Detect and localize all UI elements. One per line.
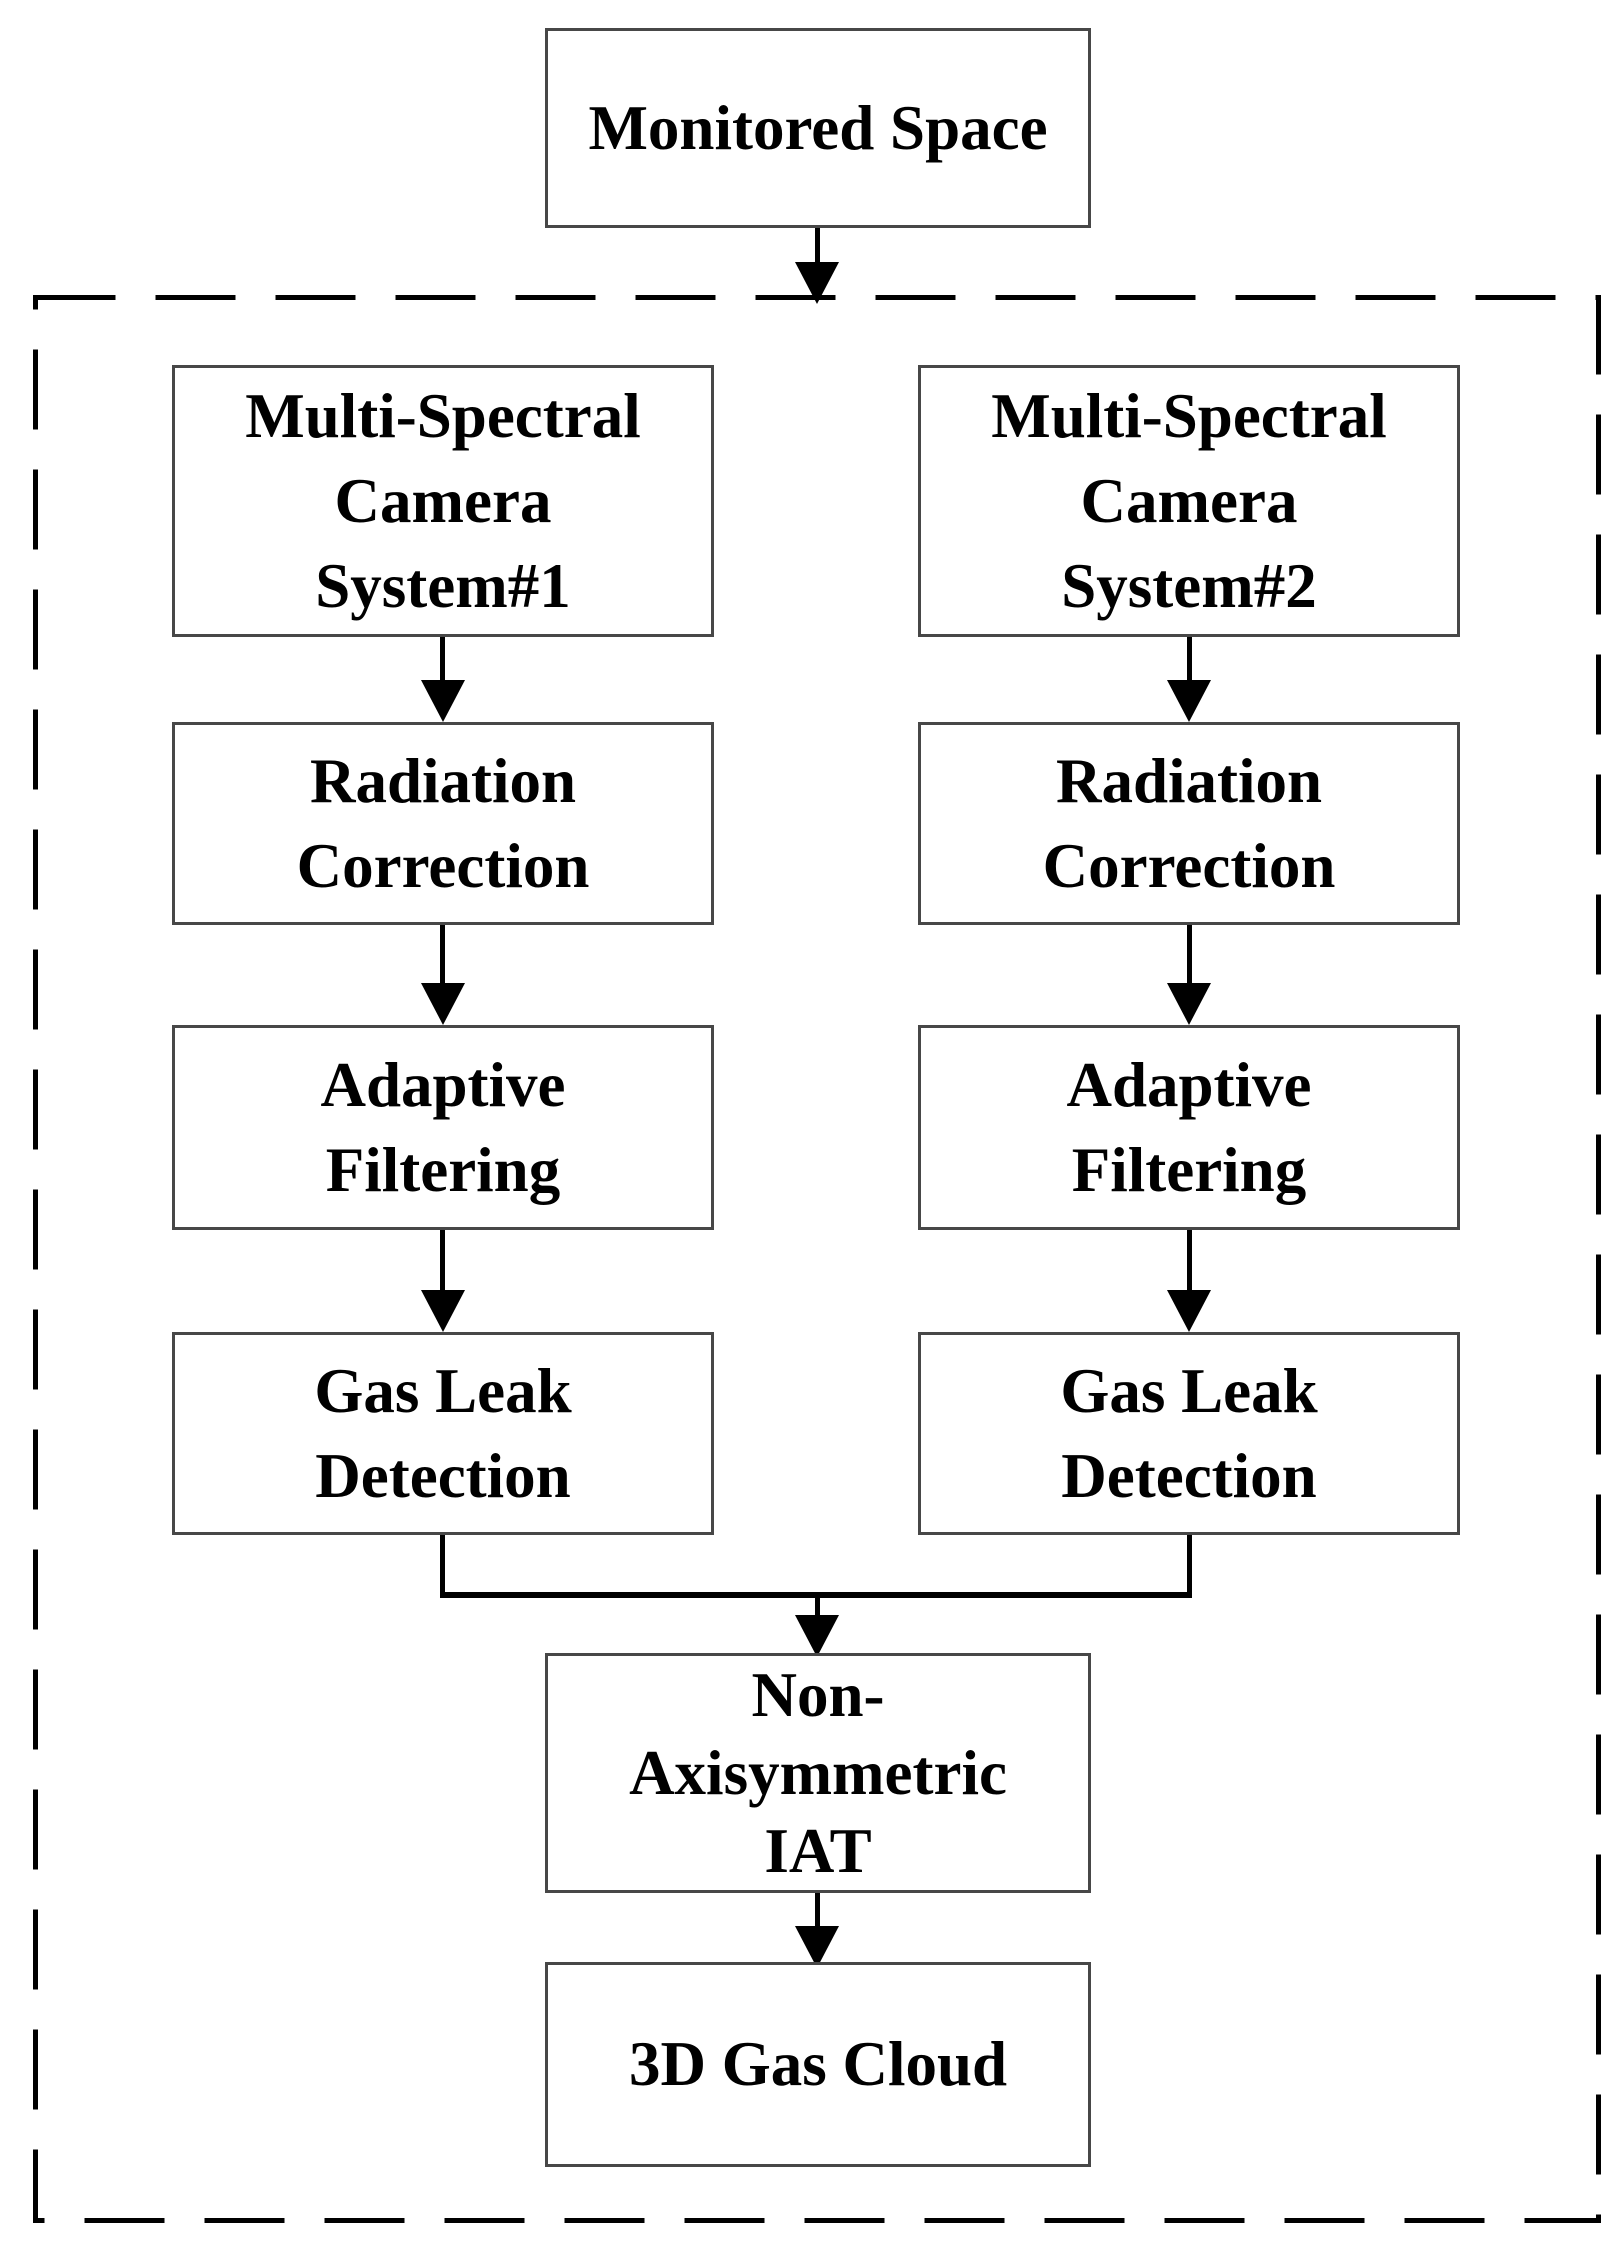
- camera2-line3: System#2: [1061, 550, 1317, 621]
- arrow-adaptive2-to-gasleak2-head: [1167, 1290, 1211, 1332]
- arrow-radiation1-to-adaptive1-stem: [440, 925, 445, 985]
- radiation2-line1: Radiation: [1055, 745, 1323, 816]
- arrow-camera2-to-radiation2-head: [1167, 680, 1211, 722]
- radiation-correction-2-box: Radiation Correction: [918, 722, 1460, 925]
- adaptive2-line2: Filtering: [1071, 1134, 1307, 1205]
- arrow-merge-to-iat-stem: [815, 1598, 820, 1622]
- arrow-monitored-to-boundary-head: [795, 262, 839, 304]
- radiation-correction-1-box: Radiation Correction: [172, 722, 714, 925]
- arrow-radiation2-to-adaptive2-stem: [1187, 925, 1192, 985]
- adaptive1-line1: Adaptive: [320, 1049, 566, 1120]
- radiation1-line2: Correction: [296, 830, 590, 901]
- gas-leak-detection-1-box: Gas Leak Detection: [172, 1332, 714, 1535]
- merge-connector-right-segment: [1187, 1535, 1192, 1597]
- arrow-adaptive1-to-gasleak1-stem: [440, 1230, 445, 1292]
- arrow-camera1-to-radiation1-head: [421, 680, 465, 722]
- camera1-line2: Camera: [334, 465, 552, 536]
- arrow-camera1-to-radiation1-stem: [440, 637, 445, 683]
- radiation1-line1: Radiation: [309, 745, 577, 816]
- iat-line1: Non-: [751, 1660, 885, 1730]
- monitored-space-box: Monitored Space: [545, 28, 1091, 228]
- arrow-adaptive1-to-gasleak1-head: [421, 1290, 465, 1332]
- monitored-space-label: Monitored Space: [588, 92, 1048, 163]
- gasleak2-line2: Detection: [1061, 1440, 1317, 1511]
- arrow-merge-to-iat-head: [795, 1615, 839, 1657]
- merge-connector-left-segment: [440, 1535, 445, 1597]
- camera1-line3: System#1: [315, 550, 571, 621]
- camera-system-1-box: Multi-Spectral Camera System#1: [172, 365, 714, 637]
- arrow-iat-to-gascloud-head: [795, 1926, 839, 1968]
- arrow-camera2-to-radiation2-stem: [1187, 637, 1192, 683]
- camera2-line2: Camera: [1080, 465, 1298, 536]
- arrow-radiation1-to-adaptive1-head: [421, 983, 465, 1025]
- iat-line2: Axisymmetric: [629, 1738, 1007, 1808]
- arrow-radiation2-to-adaptive2-head: [1167, 983, 1211, 1025]
- adaptive2-line1: Adaptive: [1066, 1049, 1312, 1120]
- gasleak1-line2: Detection: [315, 1440, 571, 1511]
- adaptive-filtering-2-box: Adaptive Filtering: [918, 1025, 1460, 1230]
- iat-line3: IAT: [764, 1816, 872, 1886]
- gasleak2-line1: Gas Leak: [1060, 1355, 1318, 1426]
- gascloud-label: 3D Gas Cloud: [628, 2029, 1008, 2099]
- arrow-adaptive2-to-gasleak2-stem: [1187, 1230, 1192, 1292]
- arrow-iat-to-gascloud-stem: [815, 1893, 820, 1931]
- gas-cloud-3d-box: 3D Gas Cloud: [545, 1962, 1091, 2167]
- radiation2-line2: Correction: [1042, 830, 1336, 901]
- gasleak1-line1: Gas Leak: [314, 1355, 572, 1426]
- adaptive-filtering-1-box: Adaptive Filtering: [172, 1025, 714, 1230]
- adaptive1-line2: Filtering: [325, 1134, 561, 1205]
- arrow-monitored-to-boundary-stem: [815, 228, 820, 266]
- camera1-line1: Multi-Spectral: [245, 380, 641, 451]
- non-axisymmetric-iat-box: Non- Axisymmetric IAT: [545, 1653, 1091, 1893]
- merge-connector-horizontal-bar: [440, 1592, 1192, 1598]
- camera2-line1: Multi-Spectral: [991, 380, 1387, 451]
- gas-leak-detection-2-box: Gas Leak Detection: [918, 1332, 1460, 1535]
- camera-system-2-box: Multi-Spectral Camera System#2: [918, 365, 1460, 637]
